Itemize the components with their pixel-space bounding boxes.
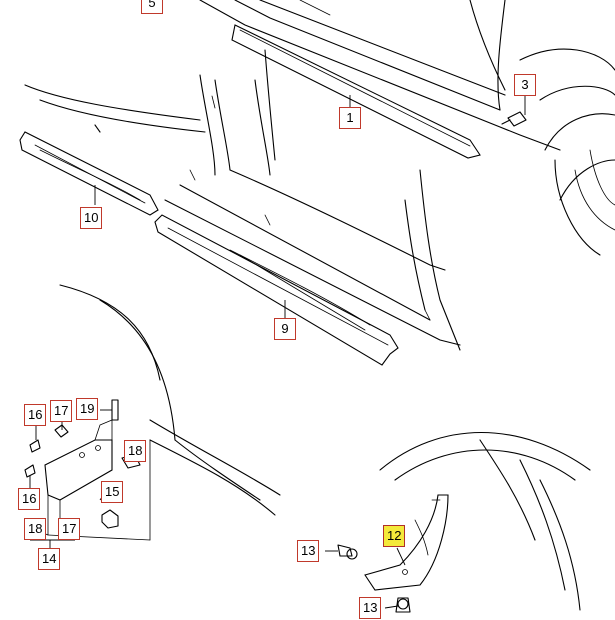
callout-9: 9	[274, 318, 296, 340]
sill-base	[164, 169, 461, 346]
screw-3	[501, 111, 527, 127]
callout-13-lower: 13	[359, 597, 382, 619]
callout-17-upper: 17	[50, 400, 73, 422]
callout-1: 1	[339, 107, 361, 129]
mud-flap-12	[364, 494, 449, 591]
front-wheel-arch	[59, 284, 281, 516]
wheel-arch-rear	[519, 48, 615, 256]
callout-17-lower: 17	[58, 518, 81, 540]
callout-10: 10	[80, 207, 103, 229]
callout-12: 12	[383, 525, 406, 547]
middle-body-outline	[24, 49, 461, 351]
callout-19: 19	[76, 398, 99, 420]
fasteners-right	[337, 544, 411, 613]
callout-15: 15	[101, 481, 124, 503]
callout-14: 14	[38, 548, 61, 570]
callout-18-upper: 18	[124, 440, 147, 462]
upper-body-outline	[199, 0, 561, 151]
sill-trim-9	[154, 214, 399, 366]
callout-13-upper: 13	[297, 540, 320, 562]
callout-5: 5	[141, 0, 163, 14]
callout-16-upper: 16	[24, 404, 47, 426]
rear-wheel-arch	[379, 431, 591, 611]
callout-3: 3	[514, 74, 536, 96]
rocker-trim-1	[231, 24, 481, 159]
callout-16-lower: 16	[18, 488, 41, 510]
sill-trim-10	[19, 131, 159, 216]
callout-18-lower: 18	[24, 518, 47, 540]
